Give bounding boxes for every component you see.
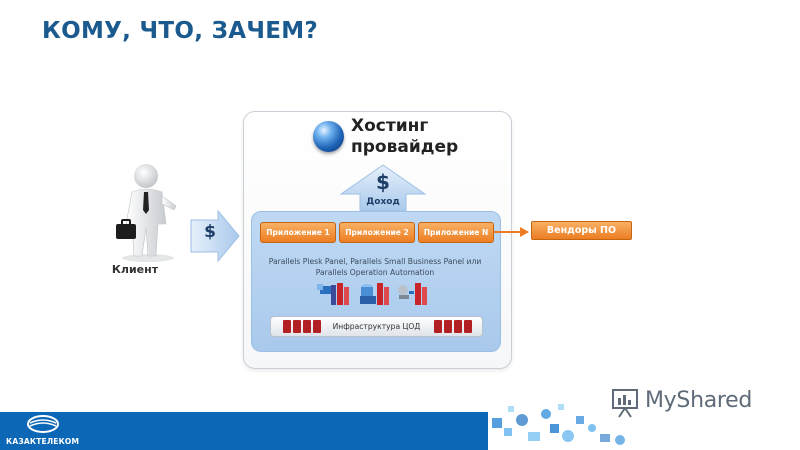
kazakhtelecom-logo	[27, 415, 59, 433]
businessman-icon	[116, 164, 177, 262]
app-n-button: Приложение N	[418, 222, 494, 243]
myshared-logo-icon	[612, 389, 638, 418]
payment-arrow-icon	[190, 210, 240, 262]
myshared-watermark: MyShared	[645, 388, 753, 413]
vendors-badge: Вендоры ПО	[531, 221, 632, 240]
infrastructure-label: Инфраструктура ЦОД	[332, 322, 421, 331]
client-label: Клиент	[111, 263, 159, 276]
platform-description: Parallels Plesk Panel, Parallels Small B…	[268, 257, 482, 277]
infrastructure-rack-right-icon	[434, 320, 472, 333]
brand-name: КАЗАКТЕЛЕКОМ	[6, 437, 80, 446]
globe-icon	[313, 121, 344, 152]
decorative-pattern	[492, 404, 625, 445]
app-1-button: Приложение 1	[260, 222, 336, 243]
database-server-icon	[360, 283, 389, 305]
slide-title: КОМУ, ЧТО, ЗАЧЕМ?	[42, 18, 319, 44]
vendor-arrow-icon	[494, 227, 529, 237]
income-dollar-symbol: $	[376, 170, 390, 194]
infrastructure-bar	[270, 316, 483, 337]
income-label: Доход	[366, 197, 400, 207]
infrastructure-rack-left-icon	[283, 320, 321, 333]
app-2-button: Приложение 2	[339, 222, 415, 243]
server-icon	[317, 283, 349, 305]
provider-title: Хостинг провайдер	[351, 116, 459, 157]
payment-dollar-symbol: $	[204, 222, 216, 242]
network-server-icon	[398, 283, 427, 305]
